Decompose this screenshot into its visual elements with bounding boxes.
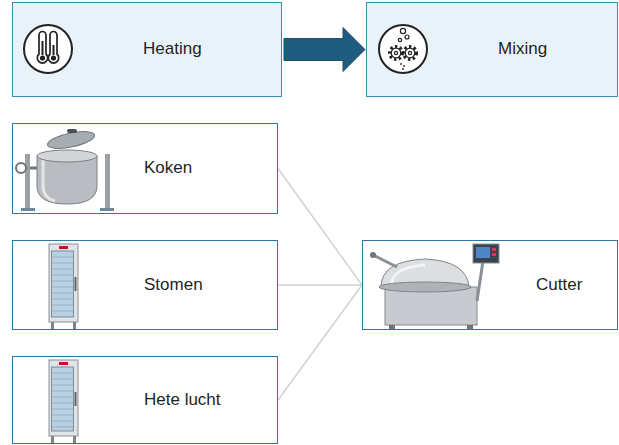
- oven-illustration: [13, 241, 123, 331]
- connector-line: [278, 284, 362, 286]
- thermometer-symbol: [37, 32, 58, 64]
- control-panel: [473, 244, 499, 263]
- mixing-icon: [367, 3, 447, 98]
- kettle-leg: [25, 154, 30, 210]
- oven-door: [52, 367, 74, 431]
- cutter-illustration: [363, 241, 513, 331]
- node-label: Heating: [143, 39, 202, 59]
- oven-badge: [59, 362, 68, 365]
- node-label: Koken: [144, 158, 192, 178]
- node-label: Mixing: [498, 39, 547, 59]
- oven-cabinet: [49, 244, 78, 322]
- connector-line: [278, 285, 362, 400]
- icon-ring: [379, 25, 427, 73]
- node-label: Stomen: [144, 275, 203, 295]
- step-box: Mixing: [366, 2, 618, 97]
- node-label: Cutter: [536, 275, 582, 295]
- kettle-rim: [37, 150, 97, 162]
- flow-arrow: [284, 28, 365, 72]
- icon-ring: [24, 25, 72, 73]
- equipment-box: Koken: [12, 123, 278, 214]
- equipment-box: Stomen: [12, 240, 278, 330]
- equipment-box: Cutter: [362, 240, 618, 330]
- bubble-dots: [400, 63, 405, 70]
- kettle-lid: [46, 128, 96, 152]
- kettle-body: [37, 156, 97, 204]
- thermometer-fill: [40, 41, 56, 61]
- panel-pole: [477, 261, 483, 301]
- kettle-illustration: [13, 124, 123, 215]
- bubble-symbol: [398, 28, 409, 41]
- crank-wheel: [16, 163, 26, 173]
- oven-illustration: [13, 357, 123, 445]
- heating-icon: [13, 3, 93, 98]
- oven-cabinet: [49, 360, 78, 436]
- oven-door: [52, 251, 74, 317]
- node-label: Hete lucht: [144, 390, 221, 410]
- kettle-leg: [105, 154, 110, 210]
- gear-symbol: [390, 47, 417, 60]
- oven-badge: [59, 246, 68, 249]
- equipment-box: Hete lucht: [12, 356, 278, 444]
- cutter-arm: [373, 255, 397, 267]
- cutter-base: [385, 287, 477, 325]
- step-box: Heating: [12, 2, 282, 97]
- connector-line: [278, 169, 362, 286]
